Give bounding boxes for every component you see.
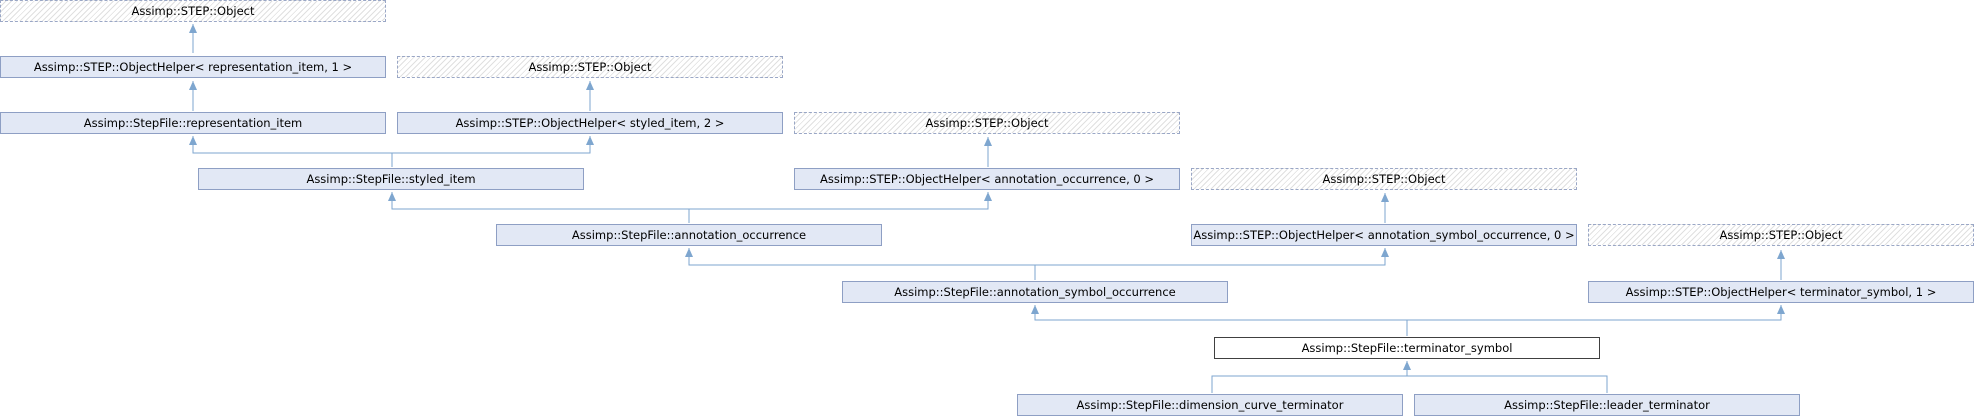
edge-ann-sym-occ-to-helper-ann-sym <box>1035 248 1389 266</box>
node-label: Assimp::StepFile::styled_item <box>306 172 476 186</box>
node-label: Assimp::STEP::ObjectHelper< representati… <box>33 60 353 74</box>
node-objecthelper-terminator-symbol[interactable]: Assimp::STEP::ObjectHelper< terminator_s… <box>1588 281 1974 303</box>
node-label: Assimp::STEP::ObjectHelper< annotation_s… <box>1193 228 1575 242</box>
node-step-object[interactable]: Assimp::STEP::Object <box>794 112 1180 134</box>
node-leader-terminator[interactable]: Assimp::StepFile::leader_terminator <box>1414 394 1800 416</box>
node-label: Assimp::STEP::Object <box>528 60 652 74</box>
node-label: Assimp::STEP::Object <box>131 4 255 18</box>
node-dimension-curve-terminator[interactable]: Assimp::StepFile::dimension_curve_termin… <box>1017 394 1403 416</box>
node-label: Assimp::StepFile::terminator_symbol <box>1301 341 1513 355</box>
edge-ann-sym-occ-to-ann-occ <box>685 248 1036 280</box>
edge-styled-item-to-rep-item <box>189 136 393 167</box>
node-objecthelper-representation-item[interactable]: Assimp::STEP::ObjectHelper< representati… <box>0 56 386 78</box>
node-step-object[interactable]: Assimp::STEP::Object <box>397 56 783 78</box>
node-label: Assimp::STEP::Object <box>1719 228 1843 242</box>
node-label: Assimp::STEP::ObjectHelper< annotation_o… <box>820 172 1154 186</box>
node-objecthelper-annotation-symbol-occurrence[interactable]: Assimp::STEP::ObjectHelper< annotation_s… <box>1191 224 1577 246</box>
node-label: Assimp::StepFile::annotation_symbol_occu… <box>894 285 1176 299</box>
node-annotation-occurrence[interactable]: Assimp::StepFile::annotation_occurrence <box>496 224 882 246</box>
node-styled-item[interactable]: Assimp::StepFile::styled_item <box>198 168 584 190</box>
node-label: Assimp::StepFile::dimension_curve_termin… <box>1076 398 1344 412</box>
node-objecthelper-styled-item[interactable]: Assimp::STEP::ObjectHelper< styled_item,… <box>397 112 783 134</box>
node-objecthelper-annotation-occurrence[interactable]: Assimp::STEP::ObjectHelper< annotation_o… <box>794 168 1180 190</box>
node-label: Assimp::StepFile::representation_item <box>83 116 303 130</box>
edge-styled-item-to-helper-styled <box>392 136 594 154</box>
node-step-object[interactable]: Assimp::STEP::Object <box>0 0 386 22</box>
node-label: Assimp::STEP::Object <box>1322 172 1446 186</box>
node-label: Assimp::STEP::ObjectHelper< terminator_s… <box>1625 285 1937 299</box>
node-label: Assimp::STEP::Object <box>925 116 1049 130</box>
node-step-object[interactable]: Assimp::STEP::Object <box>1588 224 1974 246</box>
edge-dim-curve-to-terminator <box>1211 361 1411 393</box>
node-terminator-symbol-current[interactable]: Assimp::StepFile::terminator_symbol <box>1214 337 1600 359</box>
edge-terminator-to-ann-sym-occ <box>1031 305 1408 336</box>
node-step-object[interactable]: Assimp::STEP::Object <box>1191 168 1577 190</box>
node-representation-item[interactable]: Assimp::StepFile::representation_item <box>0 112 386 134</box>
edge-ann-occ-to-styled-item <box>388 192 690 223</box>
edge-leader-to-terminator <box>1407 375 1608 393</box>
node-label: Assimp::STEP::ObjectHelper< styled_item,… <box>455 116 725 130</box>
node-label: Assimp::StepFile::leader_terminator <box>1504 398 1710 412</box>
node-annotation-symbol-occurrence[interactable]: Assimp::StepFile::annotation_symbol_occu… <box>842 281 1228 303</box>
edge-ann-occ-to-helper-ann-occ <box>689 192 992 210</box>
node-label: Assimp::StepFile::annotation_occurrence <box>571 228 807 242</box>
edge-terminator-to-helper-term <box>1407 305 1785 321</box>
